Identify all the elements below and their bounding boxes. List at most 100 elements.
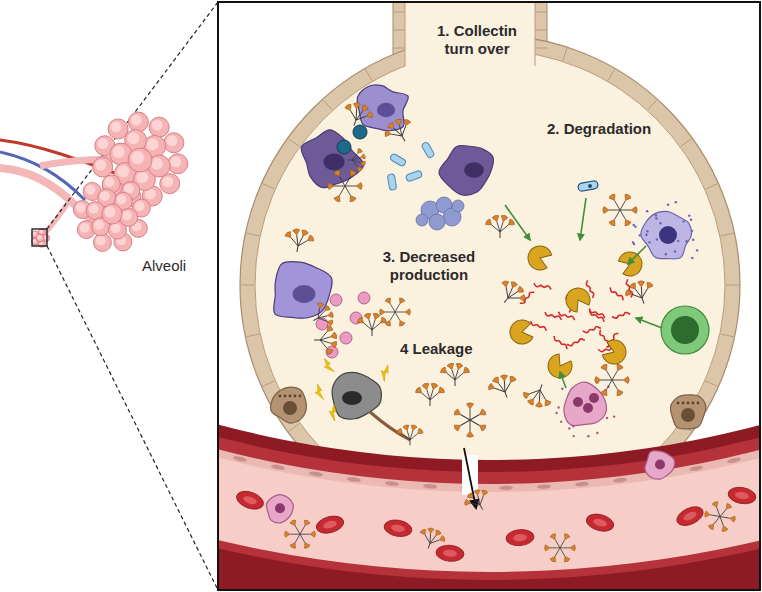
collectin-arm <box>295 534 300 543</box>
collectin-arm <box>430 393 438 400</box>
alveolus-highlight <box>95 160 106 171</box>
wall-cell-border <box>648 100 657 110</box>
alveolus-highlight <box>89 204 99 214</box>
collectin-head <box>347 194 356 203</box>
endothelial-nucleus <box>309 471 324 478</box>
collectin-head <box>330 332 338 340</box>
collectin-arm <box>550 547 560 548</box>
collectin-stalk <box>540 384 542 390</box>
collectin-arm <box>500 225 508 232</box>
collectin-fragment <box>567 336 585 349</box>
lightning-bolt <box>314 384 323 401</box>
collectin-stalk <box>313 318 318 321</box>
collectin-arm <box>710 515 720 517</box>
collectin-head <box>306 234 315 243</box>
collectin-arm <box>452 369 455 380</box>
granule <box>572 425 574 427</box>
bacterium-dna <box>588 184 592 188</box>
wall-cell-border <box>393 48 405 49</box>
alveolus-sac <box>164 133 184 153</box>
wall-cell-border <box>246 233 259 236</box>
granule <box>555 412 557 414</box>
collectin-arm <box>430 537 439 546</box>
collectin-head <box>729 515 736 522</box>
bacterium <box>405 170 422 182</box>
collectin-head <box>384 130 391 138</box>
collectin-head <box>416 428 424 436</box>
alveoli-cluster <box>73 175 150 251</box>
granule <box>655 217 657 219</box>
collectin-head <box>360 104 369 113</box>
collectin-arm <box>300 534 310 535</box>
granule <box>596 432 598 434</box>
airway-wall <box>393 3 547 75</box>
red-blood-cell-center <box>242 495 258 506</box>
protease <box>617 249 646 279</box>
collectin-head <box>608 193 617 202</box>
leukocyte <box>266 495 293 523</box>
collectin-head <box>527 397 536 406</box>
alveolus-sac <box>149 117 169 137</box>
collectin <box>544 533 575 563</box>
collectin-head <box>600 363 609 372</box>
alveolus-highlight <box>131 151 144 164</box>
collectin-head <box>420 528 428 536</box>
granule <box>557 406 559 408</box>
collectin-fragment <box>552 336 570 349</box>
collectin-head <box>629 282 638 291</box>
macrophage <box>301 130 364 188</box>
step-label: 1. Collectin turn over <box>420 22 534 58</box>
collectin-arm <box>615 200 621 210</box>
collectin <box>284 519 315 549</box>
collectin-head <box>536 401 543 408</box>
collectin-head <box>427 528 434 534</box>
collectin-arm <box>501 381 508 392</box>
collectin-head <box>385 297 393 305</box>
collectin-head <box>600 388 609 397</box>
collectin-arm <box>508 290 517 300</box>
lamellar-body <box>284 395 287 398</box>
collectin-head <box>704 511 711 518</box>
alveolus-sac <box>168 154 188 174</box>
green-arrow <box>636 318 662 328</box>
red-blood-cell <box>234 488 266 513</box>
collectin <box>440 362 471 386</box>
collectin-arm <box>334 186 345 187</box>
red-blood-cell <box>505 528 534 546</box>
granule <box>674 250 676 252</box>
collectin-head <box>333 194 342 203</box>
alveolus-highlight <box>111 121 122 132</box>
vessel-wall <box>219 3 759 589</box>
lamellar-body <box>279 395 282 398</box>
collectin-arm <box>395 303 400 312</box>
red-blood-cell-center <box>322 519 337 529</box>
alveolus-highlight <box>96 236 106 246</box>
collectin <box>282 226 317 255</box>
collectin-arm <box>612 380 618 390</box>
alveolus-highlight <box>151 158 163 170</box>
lamellar-body <box>294 395 297 398</box>
collectin-fragment <box>583 324 601 336</box>
airway <box>0 168 105 219</box>
wall-cell-border <box>366 69 373 80</box>
collectin-head <box>480 489 488 496</box>
collectin-stalk <box>642 298 644 304</box>
red-blood-cell-center <box>443 549 458 557</box>
collectin-arm <box>601 380 612 381</box>
damaged-type-ii-cell <box>332 372 381 418</box>
granule <box>685 240 687 242</box>
granule <box>560 421 562 423</box>
alveoli-cluster <box>32 229 50 247</box>
collectin <box>447 397 494 443</box>
lamellar-body <box>682 402 685 405</box>
collectin <box>339 98 376 131</box>
collectin-head <box>344 103 353 112</box>
collectin-arm <box>372 323 380 330</box>
collectin-arm <box>455 373 463 380</box>
collectin-arm <box>715 507 721 516</box>
collectin-head <box>461 366 470 375</box>
red-blood-cell-center <box>734 491 749 500</box>
collectin-arm <box>503 382 513 392</box>
wall-cell-border <box>263 381 275 386</box>
collectin-arm <box>410 434 418 440</box>
